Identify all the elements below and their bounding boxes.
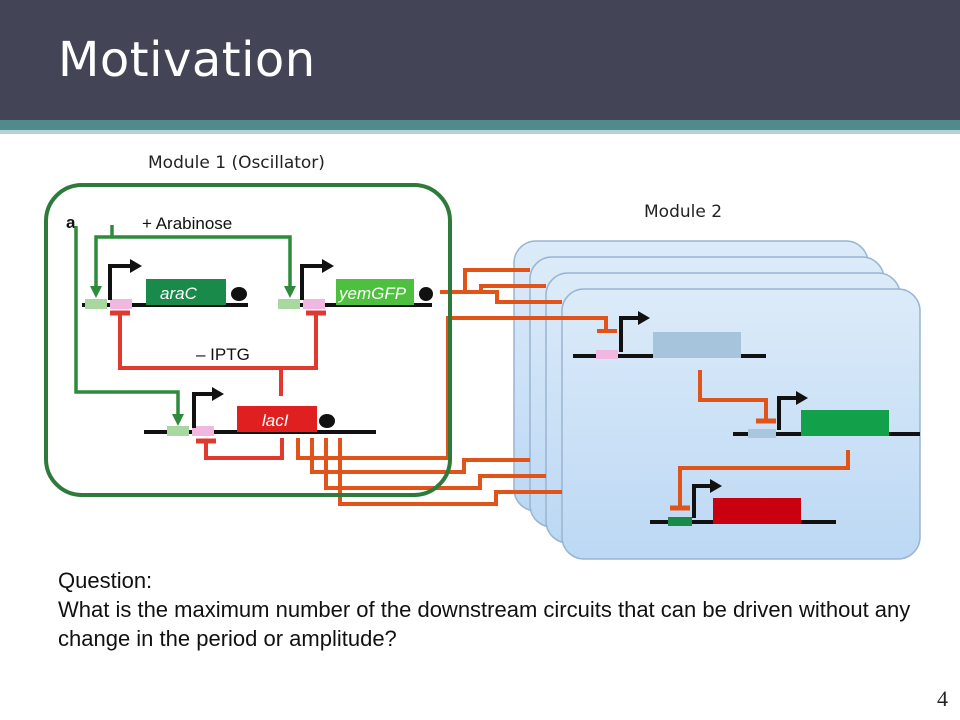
repression-bars bbox=[110, 310, 326, 444]
gene-laci-label: lacI bbox=[262, 411, 289, 430]
operator-sites bbox=[85, 299, 325, 436]
module2-circuit bbox=[573, 311, 920, 526]
wire-3 bbox=[440, 290, 562, 304]
promoter-arrows bbox=[108, 264, 324, 428]
title-bar-accent-light bbox=[0, 130, 960, 134]
gene-laci bbox=[237, 406, 317, 432]
slide-title: Motivation bbox=[58, 32, 316, 88]
title-bar bbox=[0, 0, 960, 120]
module2-gene-3 bbox=[713, 498, 801, 524]
panel-letter: a bbox=[66, 213, 76, 232]
gene-arac bbox=[146, 279, 226, 305]
arabinose-label: + Arabinose bbox=[142, 214, 232, 233]
arabinose-activation-lines bbox=[74, 225, 292, 418]
terminators bbox=[231, 287, 433, 428]
wire-6 bbox=[324, 438, 546, 490]
wire-5 bbox=[310, 438, 530, 474]
gene-arac-label: araC bbox=[160, 284, 198, 303]
question-heading: Question: bbox=[58, 568, 153, 593]
module1-box bbox=[44, 183, 452, 497]
title-bar-accent bbox=[0, 120, 960, 130]
module2-label: Module 2 bbox=[644, 202, 723, 222]
iptg-repression-lines bbox=[118, 312, 318, 460]
iptg-label: – IPTG bbox=[196, 345, 250, 364]
page-number: 4 bbox=[937, 686, 948, 711]
question-text: What is the maximum number of the downst… bbox=[58, 597, 911, 651]
activation-arrowheads bbox=[90, 286, 296, 426]
module1-label: Module 1 (Oscillator) bbox=[148, 153, 325, 173]
question-block: Question: What is the maximum number of … bbox=[58, 566, 928, 653]
module2-gene-2 bbox=[801, 410, 889, 436]
module2-gene-1 bbox=[653, 332, 741, 358]
gene-yemgfp-label: yemGFP bbox=[338, 284, 407, 303]
promoter-arrowheads bbox=[130, 259, 334, 401]
wire-7 bbox=[338, 438, 562, 506]
gene-yemgfp bbox=[336, 279, 414, 305]
